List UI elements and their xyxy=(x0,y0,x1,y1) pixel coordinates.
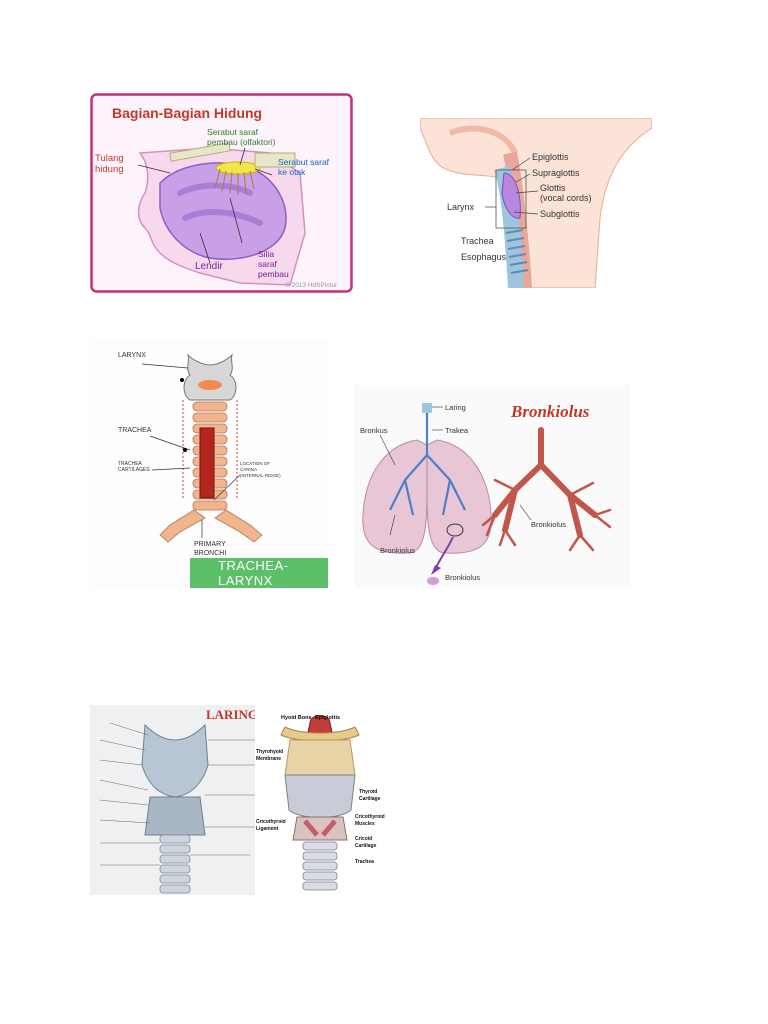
larynx-box xyxy=(495,169,527,229)
thyroid-cartilage xyxy=(284,774,356,818)
label-subglottis: Subglottis xyxy=(540,209,580,219)
trachea-lumen xyxy=(199,427,215,499)
nose-watermark: © 2013 HdSPictur xyxy=(285,281,338,289)
label-cricothyroid-l-2: Ligament xyxy=(256,826,279,832)
label-cricothyroid-m-2: Muscles xyxy=(355,821,375,827)
nerve-fibers xyxy=(214,168,255,195)
trachea-caption: TRACHEA-LARYNX xyxy=(190,558,328,588)
label-thyroid-2: Cartilage xyxy=(359,796,381,802)
laring-trachea-rings xyxy=(159,834,191,894)
label-thyrohyoid-1: Thyrohyoid xyxy=(256,749,283,755)
larynx-cartilage xyxy=(183,353,237,401)
nose-diagram: Bagian-Bagian Hidung Serabut saraf pemba… xyxy=(90,93,353,293)
thyrohyoid-membrane xyxy=(284,739,356,776)
label-cricoid-2: Cartilage xyxy=(355,843,377,849)
label-trachea: TRACHEA xyxy=(118,427,152,434)
label-olfactory-2: pembau (olfaktori) xyxy=(207,137,276,147)
label-cartilages-2: CARTILAGES xyxy=(118,467,150,473)
thyroid-highlight xyxy=(198,380,222,390)
label-trakea: Trakea xyxy=(445,426,469,435)
label-thyroid-1: Thyroid xyxy=(359,789,377,795)
label-hyoid: Hyoid Bone xyxy=(281,715,312,721)
trachea-larynx-diagram: LARYNX TRACHEA TRACHEA CARTILAGES LOCATI… xyxy=(90,340,328,588)
label-larynx: Larynx xyxy=(447,202,475,212)
bronchial-tree xyxy=(389,407,466,516)
label-cilia-3: pembau xyxy=(258,269,289,279)
nose-title: Bagian-Bagian Hidung xyxy=(112,105,262,121)
label-cricoid-1: Cricoid xyxy=(355,836,372,842)
label-vocal-cords: (vocal cords) xyxy=(540,193,592,203)
label-carina-1: LOCATION OF xyxy=(240,461,270,466)
label-glottis: Glottis xyxy=(540,183,566,193)
laring-title: LARING xyxy=(206,707,258,722)
label-bronkiolus-zoom: Bronkiolus xyxy=(445,573,480,582)
olfactory-bulb xyxy=(215,161,261,175)
throat-diagram: Epiglottis Supraglottis Glottis (vocal c… xyxy=(420,118,652,288)
label-trachea: Trachea xyxy=(461,236,494,246)
larynx-shape xyxy=(501,172,521,219)
primary-bronchi xyxy=(159,509,263,543)
label-bronchi-2: BRONCHI xyxy=(194,550,226,557)
label-epiglottis: Epiglottis xyxy=(532,152,569,162)
label-bronchi-1: PRIMARY xyxy=(194,541,226,548)
label-olfactory-1: Serabut saraf xyxy=(207,127,259,137)
label-bronkus: Bronkus xyxy=(360,426,388,435)
label-supraglottis: Supraglottis xyxy=(532,168,580,178)
label-brain-2: ke otak xyxy=(278,167,306,177)
cricothyroid-muscles xyxy=(303,819,337,837)
label-epiglottis: Epiglottis xyxy=(315,715,340,721)
label-esophagus: Esophagus xyxy=(461,252,507,262)
label-brain-1: Serabut saraf xyxy=(278,157,330,167)
label-mucus: Lendir xyxy=(195,261,223,272)
hyoid-bone xyxy=(280,726,360,742)
bronkiolus-title: Bronkiolus xyxy=(510,402,590,421)
laring-diagram: LARING xyxy=(90,705,260,895)
label-bone-2: hidung xyxy=(95,164,124,175)
label-carina-3: (INTERNAL RIDGE) xyxy=(240,473,281,478)
label-laring: Laring xyxy=(445,403,466,412)
label-larynx: LARYNX xyxy=(118,352,146,359)
label-cilia-1: Silia xyxy=(258,249,274,259)
label-thyrohyoid-2: Membrane xyxy=(256,756,281,762)
label-cilia-2: saraf xyxy=(258,259,278,269)
label-bronkiolus-left: Bronkiolus xyxy=(380,546,415,555)
label-cricothyroid-m-1: Cricothyroid xyxy=(355,814,385,820)
label-bone-1: Tulang xyxy=(95,153,124,164)
left-lung xyxy=(362,439,428,554)
anterior-trachea-rings xyxy=(302,841,338,891)
bronkiolus-diagram: Bronkiolus Laring Trakea Bronkus Bronkio… xyxy=(355,385,631,588)
label-trachea: Trachea xyxy=(355,859,374,865)
label-cricothyroid-l-1: Cricothyroid xyxy=(256,819,286,825)
label-bronkiolus-tree: Bronkiolus xyxy=(531,520,566,529)
label-carina-2: CARINA xyxy=(240,467,257,472)
larynx-anterior-diagram: Hyoid Bone Epiglottis Thyrohyoid Membran… xyxy=(255,705,385,895)
trachea-caption-text: TRACHEA-LARYNX xyxy=(218,558,289,588)
label-cartilages-1: TRACHEA xyxy=(118,461,143,467)
